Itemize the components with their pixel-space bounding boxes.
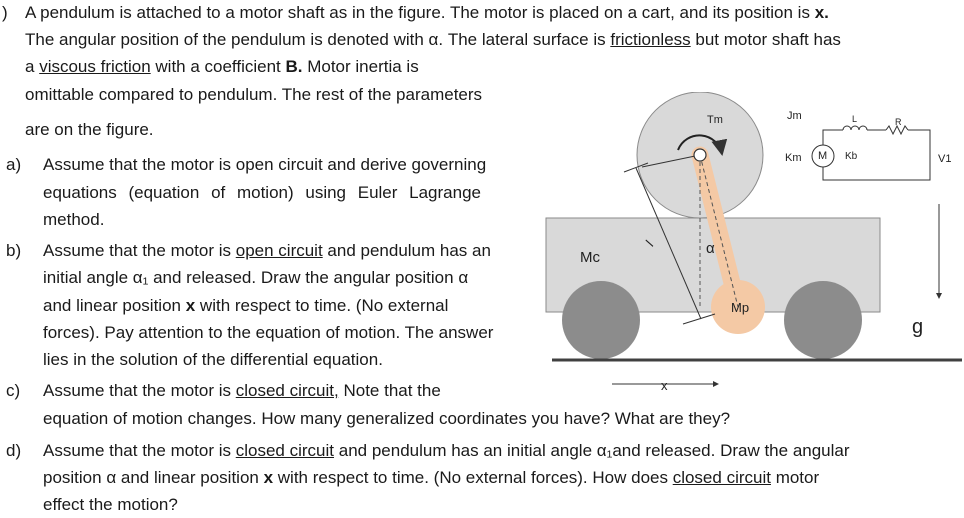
inductor-coil xyxy=(842,125,868,131)
intro-text: Motor inertia is xyxy=(302,57,419,76)
figure-drawing xyxy=(545,92,962,387)
part-d-text: with respect to time. (No external force… xyxy=(273,468,673,487)
frictionless-term: frictionless xyxy=(610,30,691,49)
circuit-wire-right xyxy=(822,129,931,181)
pivot-to-pendulum-line xyxy=(641,154,701,168)
part-a-line-1: Assume that the motor is open circuit an… xyxy=(43,155,487,174)
part-c-text: Assume that the motor is xyxy=(43,381,236,400)
back-emf-label: Kb xyxy=(845,151,858,162)
left-wheel xyxy=(562,281,640,359)
position-label: x xyxy=(661,378,668,393)
voltage-label: V1 xyxy=(938,153,952,165)
position-variable: x. xyxy=(814,3,829,22)
intro-line-5: are on the figure. xyxy=(25,120,154,139)
part-b-text: and pendulum has an xyxy=(322,241,491,260)
intro-text: but motor shaft has xyxy=(690,30,841,49)
part-b-line-4: forces). Pay attention to the equation o… xyxy=(43,323,494,342)
part-b-text: with respect to time. (No external xyxy=(195,296,449,315)
part-d-text: position α and linear position xyxy=(43,468,264,487)
part-d-line-3: effect the motion? xyxy=(43,495,178,514)
intro-text: The angular position of the pendulum is … xyxy=(25,30,611,49)
part-d-line-1: Assume that the motor is closed circuit … xyxy=(43,441,850,461)
closed-circuit-term: closed circuit xyxy=(672,468,771,487)
inductance-label: L xyxy=(852,114,858,124)
position-variable: x xyxy=(263,468,274,487)
part-c-text: Note that the xyxy=(338,381,441,400)
pendulum-axis-line xyxy=(699,154,739,308)
position-variable: x xyxy=(185,296,196,315)
length-dimension-line xyxy=(635,167,702,320)
part-b-line-3: and linear position x with respect to ti… xyxy=(43,296,448,316)
gravity-label: g xyxy=(912,316,924,338)
closed-circuit-term: closed circuit, xyxy=(235,381,339,400)
part-d-text: motor xyxy=(770,468,820,487)
problem-number: ) xyxy=(2,3,8,22)
inertia-label: Jm xyxy=(787,110,802,122)
length-tick-top xyxy=(623,162,649,173)
pendulum-mass-label: Mp xyxy=(731,300,750,315)
resistor-zigzag xyxy=(885,124,909,136)
part-b-marker: b) xyxy=(6,241,22,260)
angle-label: α xyxy=(706,240,715,257)
viscous-friction-term: viscous friction xyxy=(39,57,151,76)
part-d-marker: d) xyxy=(6,441,22,460)
length-tick-bottom xyxy=(682,313,716,325)
cart-mass-label: Mc xyxy=(580,249,600,266)
intro-text: with a coefficient xyxy=(150,57,286,76)
torque-arrow xyxy=(677,134,728,156)
part-b-line-5: lies in the solution of the differential… xyxy=(43,350,383,369)
part-c-marker: c) xyxy=(6,381,21,400)
part-c-line-1: Assume that the motor is closed circuit,… xyxy=(43,381,441,401)
part-b-text: and linear position xyxy=(43,296,186,315)
open-circuit-term: open circuit xyxy=(235,241,323,260)
right-wheel xyxy=(784,281,862,359)
intro-line-3: a viscous friction with a coefficient B.… xyxy=(25,57,419,77)
intro-text: a xyxy=(25,57,40,76)
part-d-text: Assume that the motor is xyxy=(43,441,236,460)
part-c-line-2: equation of motion changes. How many gen… xyxy=(43,409,731,428)
part-d-text: and pendulum has an initial angle α₁and … xyxy=(334,441,850,460)
part-d-line-2: position α and linear position x with re… xyxy=(43,468,819,488)
closed-circuit-term: closed circuit xyxy=(235,441,335,460)
cart-pendulum-figure: Tm Jm Km M Kb L R V1 Mc Mp α l x g xyxy=(540,92,964,393)
part-a-marker: a) xyxy=(6,155,22,174)
part-b-text: Assume that the motor is xyxy=(43,241,236,260)
intro-line-4: omittable compared to pendulum. The rest… xyxy=(25,85,483,104)
motor-shaft-pivot xyxy=(693,148,707,162)
part-a-line-2: equations (equation of motion) using Eul… xyxy=(43,183,481,202)
part-b-line-2: initial angle α₁ and released. Draw the … xyxy=(43,268,469,287)
constant-label: Km xyxy=(785,152,802,164)
circuit-wire-left xyxy=(822,129,843,145)
torque-label: Tm xyxy=(707,114,723,126)
part-a-line-3: method. xyxy=(43,210,105,229)
resistance-label: R xyxy=(895,117,902,127)
motor-label: M xyxy=(818,150,828,162)
part-b-line-1: Assume that the motor is open circuit an… xyxy=(43,241,491,261)
intro-line-2: The angular position of the pendulum is … xyxy=(25,30,841,50)
intro-text: A pendulum is attached to a motor shaft … xyxy=(25,3,815,22)
friction-coefficient: B. xyxy=(285,57,303,76)
intro-line-1: A pendulum is attached to a motor shaft … xyxy=(25,3,829,23)
